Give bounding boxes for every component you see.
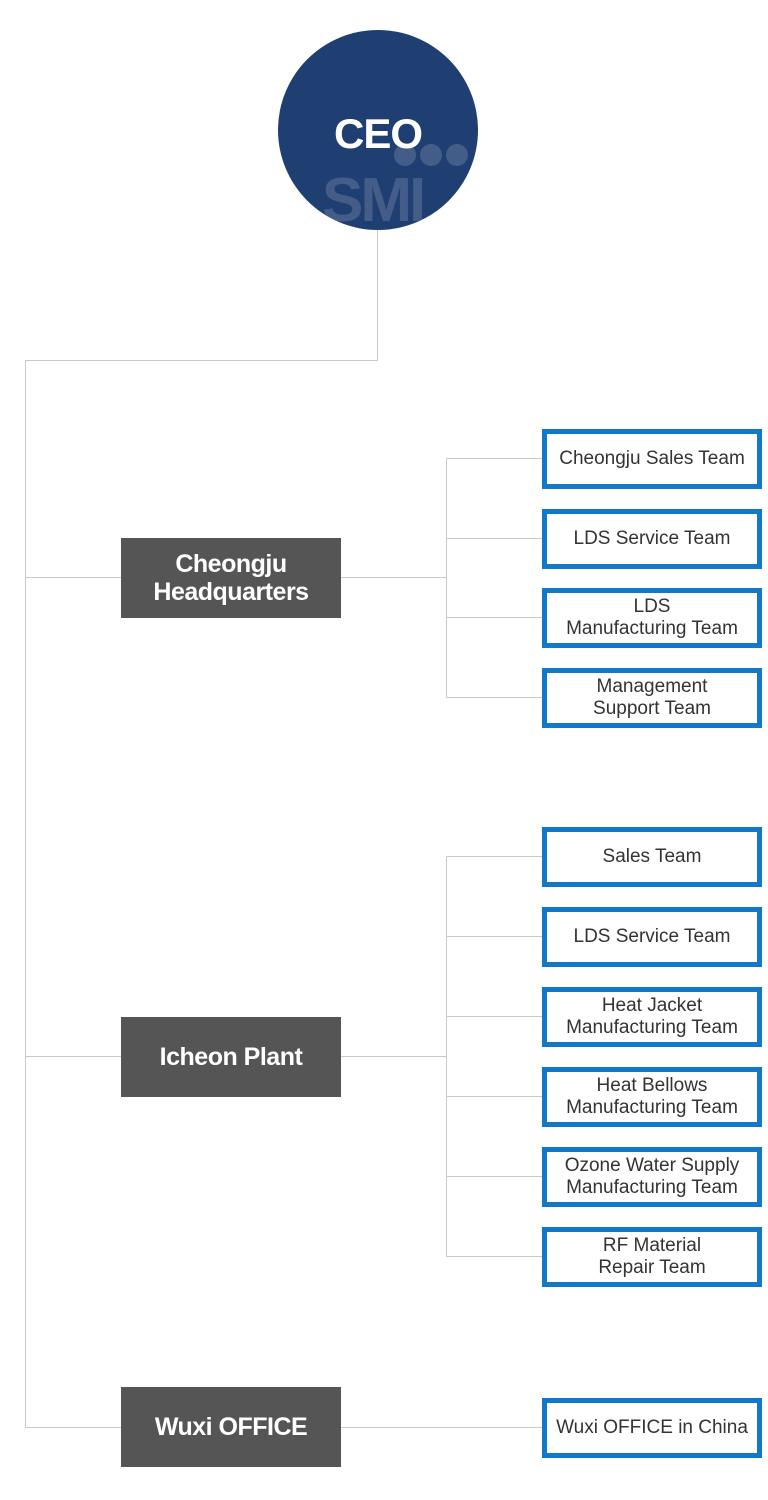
team-label: LDS Service Team (573, 528, 731, 549)
team-box: Heat Jacket Manufacturing Team (542, 987, 762, 1047)
team-box: Wuxi OFFICE in China (542, 1398, 762, 1458)
team-label: RF Material Repair Team (598, 1235, 706, 1278)
ceo-label: CEO (333, 110, 423, 157)
division-cheongju-headquarters: Cheongju Headquarters (121, 538, 341, 618)
team-label: LDS Manufacturing Team (566, 596, 738, 639)
smi-logo-watermark: SMI (322, 166, 426, 231)
ceo-connector (25, 230, 378, 1428)
team-box: Ozone Water Supply Manufacturing Team (542, 1147, 762, 1207)
team-box: LDS Service Team (542, 509, 762, 569)
logo-dots-icon (394, 144, 472, 171)
division-wuxi-office: Wuxi OFFICE (121, 1387, 341, 1467)
ceo-node: SMI CEO (278, 30, 478, 230)
team-label: Heat Jacket Manufacturing Team (566, 995, 738, 1038)
team-box: LDS Manufacturing Team (542, 588, 762, 648)
team-label: LDS Service Team (573, 926, 731, 947)
team-box: Cheongju Sales Team (542, 429, 762, 489)
team-label: Sales Team (602, 846, 702, 867)
team-box: LDS Service Team (542, 907, 762, 967)
team-box: Sales Team (542, 827, 762, 887)
team-label: Management Support Team (593, 676, 711, 719)
division-label: Cheongju Headquarters (153, 550, 309, 606)
division-label: Wuxi OFFICE (154, 1413, 308, 1441)
team-label: Wuxi OFFICE in China (556, 1417, 748, 1438)
team-label: Ozone Water Supply Manufacturing Team (564, 1155, 740, 1198)
team-box: Heat Bellows Manufacturing Team (542, 1067, 762, 1127)
division-label: Icheon Plant (159, 1043, 303, 1071)
team-label: Heat Bellows Manufacturing Team (566, 1075, 738, 1118)
division-icheon-plant: Icheon Plant (121, 1017, 341, 1097)
team-box: RF Material Repair Team (542, 1227, 762, 1287)
team-box: Management Support Team (542, 668, 762, 728)
team-label: Cheongju Sales Team (559, 448, 745, 469)
